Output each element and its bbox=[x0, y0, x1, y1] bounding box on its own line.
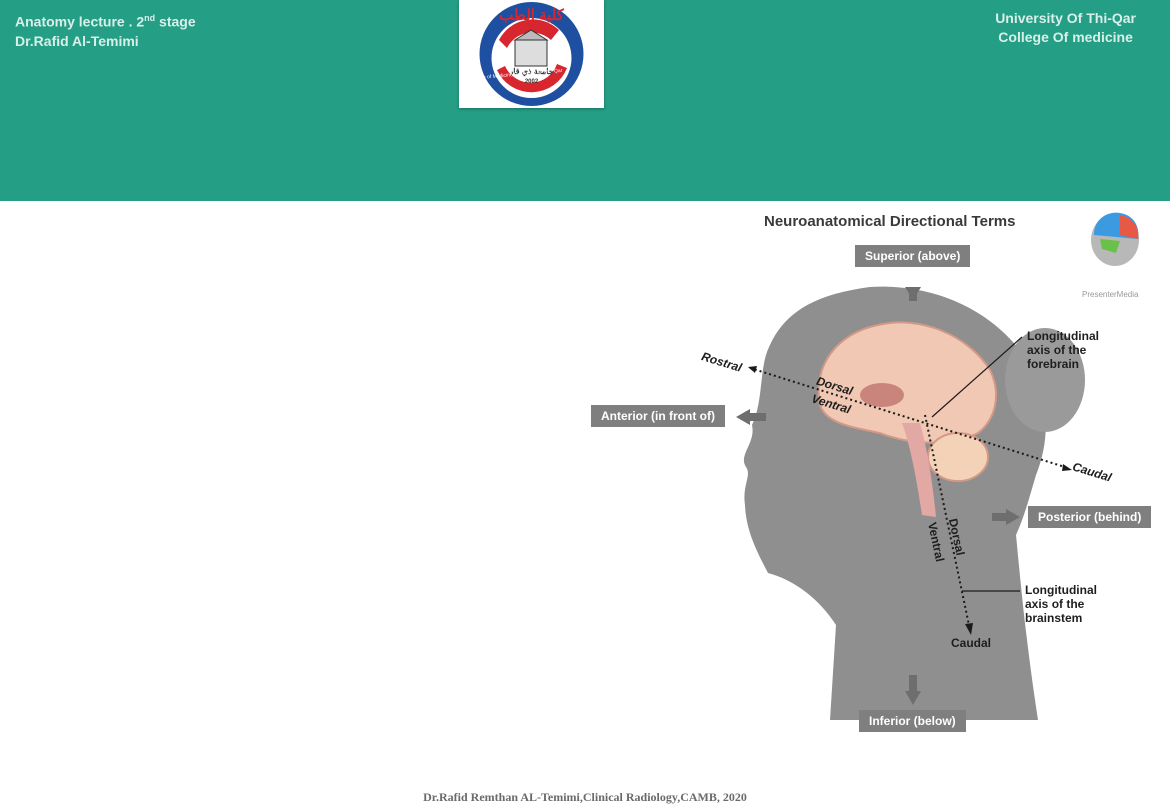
brainstem-axis-label: Longitudinal axis of the brainstem bbox=[1025, 583, 1097, 625]
posterior-label: Posterior (behind) bbox=[1028, 506, 1152, 528]
college-name: College Of medicine bbox=[998, 29, 1133, 45]
lecture-title: Anatomy lecture . 2nd stage bbox=[15, 13, 196, 30]
directional-terms-figure: Neuroanatomical Directional Terms bbox=[580, 205, 1170, 745]
logo-year: 2002 bbox=[525, 79, 539, 85]
figure-title: Neuroanatomical Directional Terms bbox=[764, 213, 1016, 230]
logo-arabic-university: جامعة ذي قار bbox=[508, 67, 553, 77]
forebrain-axis-label: Longitudinal axis of the forebrain bbox=[1027, 329, 1099, 371]
anterior-label: Anterior (in front of) bbox=[591, 405, 725, 427]
lecture-info: Anatomy lecture . 2nd stage Dr.Rafid Al-… bbox=[15, 9, 196, 51]
inferior-label: Inferior (below) bbox=[859, 710, 966, 732]
superior-label: Superior (above) bbox=[855, 245, 971, 267]
caudal-brainstem-label: Caudal bbox=[951, 636, 992, 650]
logo-arabic-title: كلية الطب bbox=[499, 7, 564, 24]
head-brain-illustration bbox=[736, 212, 1139, 720]
institution-info: University Of Thi-Qar College Of medicin… bbox=[995, 9, 1136, 47]
presentermedia-watermark: PresenterMedia bbox=[1082, 290, 1139, 299]
college-logo: كلية الطب جامعة ذي قار 2002 College of M… bbox=[459, 0, 604, 108]
university-name: University Of Thi-Qar bbox=[995, 10, 1136, 26]
lecturer-name: Dr.Rafid Al-Temimi bbox=[15, 32, 139, 49]
footer-credit: Dr.Rafid Remthan AL-Temimi,Clinical Radi… bbox=[423, 790, 747, 804]
